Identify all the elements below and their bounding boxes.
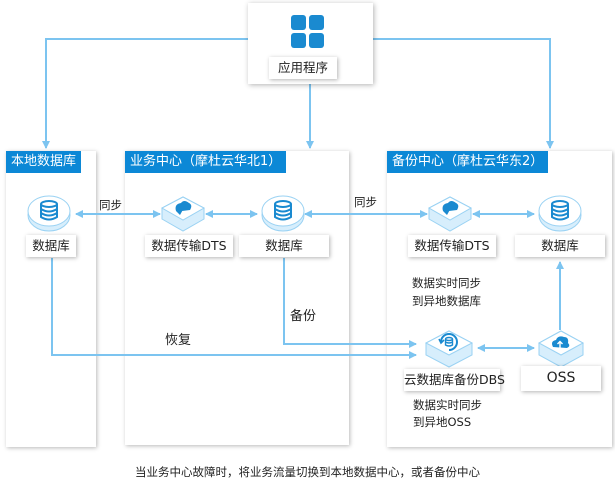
local-database-icon[interactable]: [26, 193, 72, 233]
note-oss-line1: 数据实时同步: [413, 398, 482, 412]
app-to-backup-line: [373, 38, 554, 149]
backup-database-label: 数据库: [515, 235, 605, 257]
application-label: 应用程序: [269, 57, 337, 79]
sync-remote-label: 同步: [354, 195, 377, 209]
restore-line: [51, 258, 417, 359]
dbs-icon[interactable]: [424, 329, 474, 369]
footer-caption: 当业务中心故障时，将业务流量切换到本地数据中心，或者备份中心: [135, 465, 480, 479]
business-dts-label: 数据传输DTS: [145, 235, 233, 257]
backup-center-panel-title: 备份中心（摩杜云华东2）: [387, 151, 549, 173]
oss-icon[interactable]: [537, 329, 585, 369]
backup-dts-icon[interactable]: [427, 195, 473, 233]
backup-database-icon[interactable]: [537, 193, 583, 233]
local-database-label: 数据库: [26, 235, 76, 257]
restore-edge-label: 恢复: [165, 333, 192, 348]
oss-label: OSS: [521, 366, 601, 391]
app-grid-icon: [291, 15, 324, 48]
business-center-panel: 业务中心（摩杜云华北1）: [125, 151, 349, 445]
business-dts-icon[interactable]: [160, 195, 206, 233]
dbs-label: 云数据库备份DBS: [404, 369, 505, 391]
note-db-line2: 到异地数据库: [412, 294, 481, 308]
business-database-icon[interactable]: [260, 193, 306, 233]
backup-edge-label: 备份: [290, 309, 317, 324]
app-to-local-line: [42, 38, 248, 149]
note-db-line1: 数据实时同步: [412, 276, 481, 290]
application-node[interactable]: 应用程序: [248, 3, 373, 84]
note-oss-line2: 到异地OSS: [413, 415, 472, 429]
sync-local-label: 同步: [99, 198, 122, 212]
local-db-panel-title: 本地数据库: [6, 151, 82, 173]
backup-line: [283, 258, 417, 348]
business-center-panel-title: 业务中心（摩杜云华北1）: [125, 151, 287, 173]
backup-dts-label: 数据传输DTS: [408, 235, 496, 257]
business-database-label: 数据库: [239, 235, 329, 257]
